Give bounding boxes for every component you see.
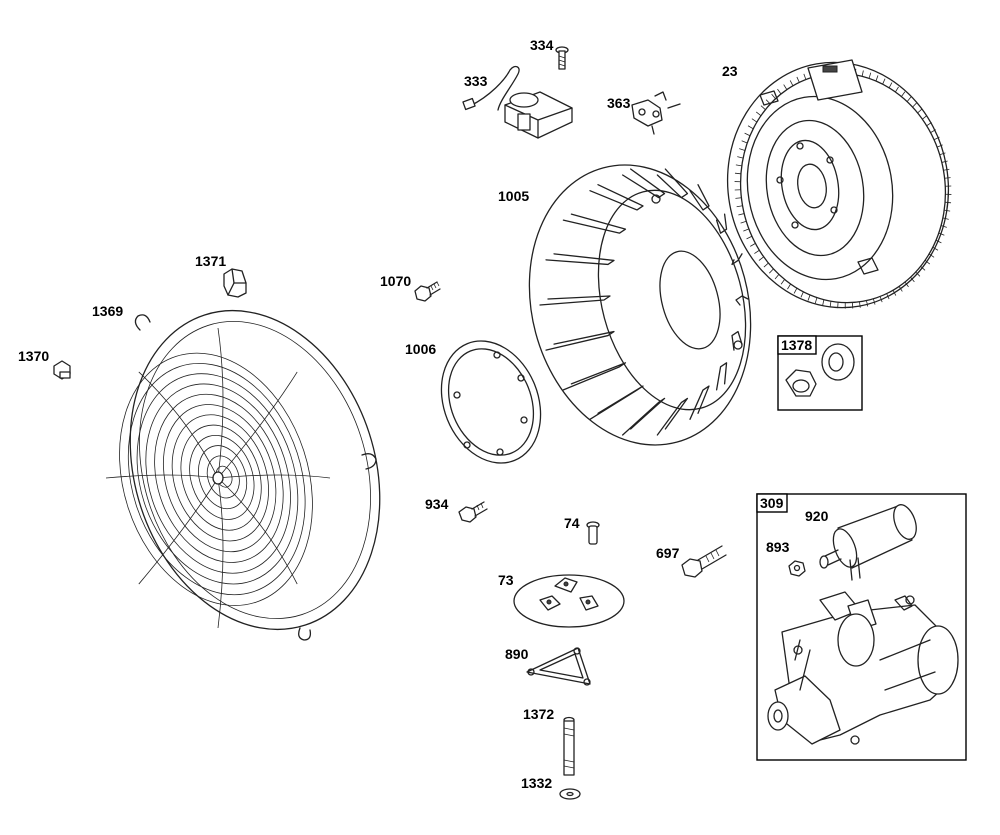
bolt-934[interactable] <box>458 501 488 523</box>
disc-73[interactable] <box>513 574 625 628</box>
label-1369: 1369 <box>92 303 123 319</box>
label-890: 890 <box>505 646 529 662</box>
kit-1378-box[interactable] <box>777 335 863 411</box>
flywheel-23[interactable] <box>708 45 967 325</box>
part-labels: 334 333 363 23 1005 1371 1369 1070 1006 … <box>18 37 829 791</box>
bracket-363[interactable] <box>631 91 681 135</box>
label-1332: 1332 <box>521 775 552 791</box>
label-1006: 1006 <box>405 341 436 357</box>
label-893: 893 <box>766 539 790 555</box>
label-363: 363 <box>607 95 631 111</box>
label-1371: 1371 <box>195 253 226 269</box>
label-309: 309 <box>760 495 784 511</box>
nut-893[interactable] <box>788 560 806 577</box>
bolt-697[interactable] <box>681 545 727 578</box>
screw-1370[interactable] <box>53 360 71 380</box>
plate-1006[interactable] <box>424 326 558 478</box>
label-1070: 1070 <box>380 273 411 289</box>
wire-guard-1369[interactable] <box>88 278 419 662</box>
starter-motor[interactable] <box>767 591 959 745</box>
fan-1005[interactable] <box>499 140 781 470</box>
label-74: 74 <box>564 515 580 531</box>
screw-334[interactable] <box>555 46 569 70</box>
label-1005: 1005 <box>498 188 529 204</box>
ignition-coil-333[interactable] <box>462 65 573 139</box>
label-333: 333 <box>464 73 488 89</box>
bolt-1070[interactable] <box>414 281 441 302</box>
label-1378: 1378 <box>781 337 812 353</box>
pin-74[interactable] <box>586 521 600 545</box>
label-23: 23 <box>722 63 738 79</box>
stud-1372[interactable] <box>563 716 575 776</box>
label-1370: 1370 <box>18 348 49 364</box>
label-920: 920 <box>805 508 829 524</box>
label-934: 934 <box>425 496 449 512</box>
label-697: 697 <box>656 545 680 561</box>
plate-890[interactable] <box>526 647 591 686</box>
washer-1332[interactable] <box>559 788 581 800</box>
solenoid-920[interactable] <box>819 502 921 581</box>
label-1372: 1372 <box>523 706 554 722</box>
label-73: 73 <box>498 572 514 588</box>
spacer-1371[interactable] <box>223 268 247 298</box>
label-334: 334 <box>530 37 554 53</box>
